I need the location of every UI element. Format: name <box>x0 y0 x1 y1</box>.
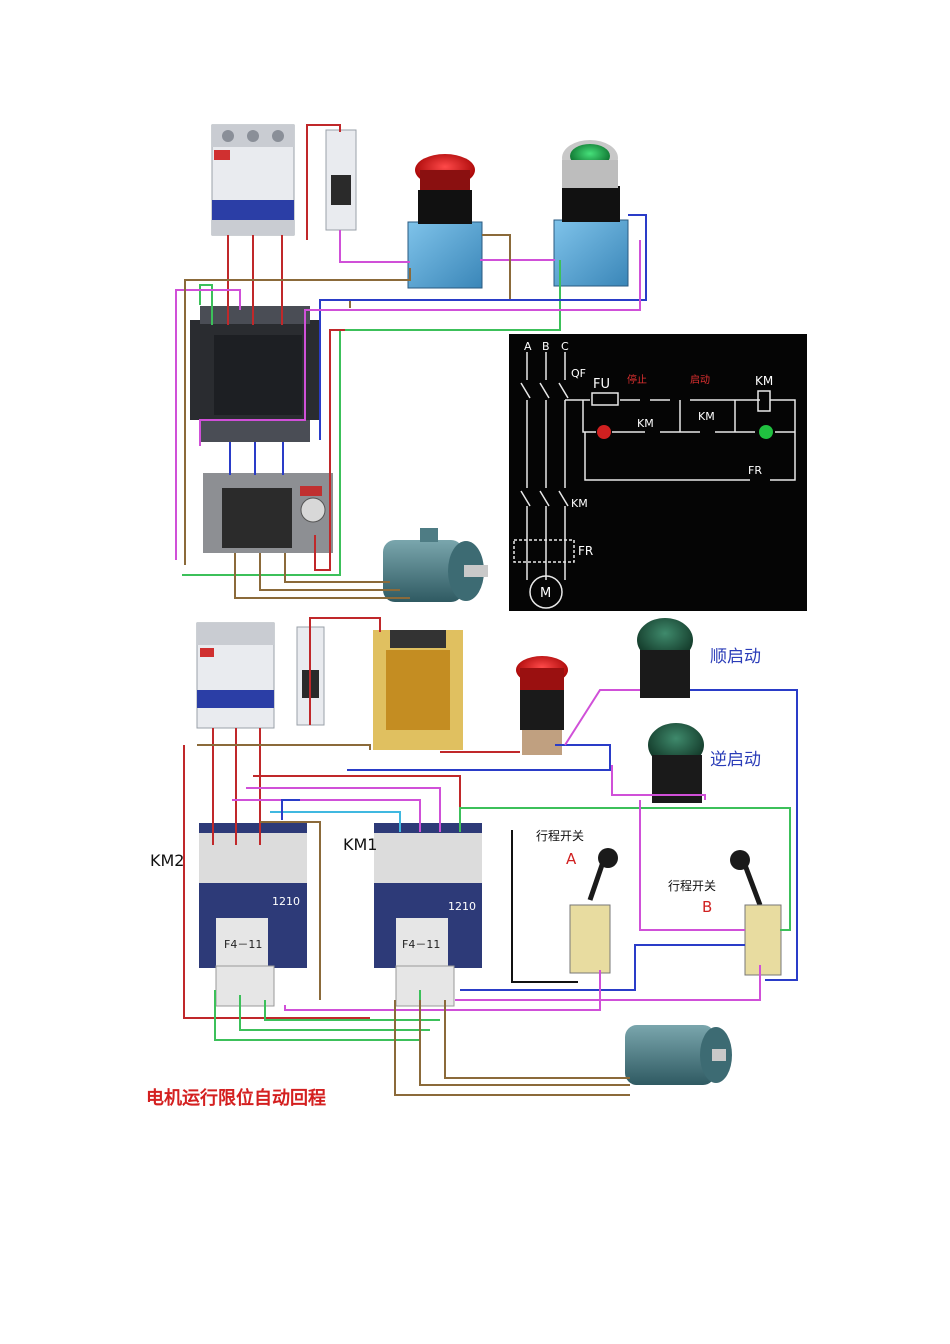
forward-start-label: 顺启动 <box>710 647 761 667</box>
lamp-contact-label: KM <box>637 417 654 430</box>
reverse-start-button <box>648 723 704 803</box>
control-transformer <box>373 630 463 750</box>
breaker-label: QF <box>571 367 586 380</box>
single-pole-breaker <box>325 129 357 231</box>
top-wiring-panel: A B C QF FU 停止 启动 KM KM KM FR KM FR M <box>144 113 807 613</box>
km1-aux-label: F4－11 <box>402 938 440 951</box>
coil-label: KM <box>755 374 773 388</box>
limit-switch-a-label: 行程开关 <box>536 828 584 843</box>
main-contact-label: KM <box>571 497 588 510</box>
contactor-km2 <box>199 823 307 1007</box>
start-label: 启动 <box>690 373 710 386</box>
ac-contactor <box>190 306 320 442</box>
relay-contact-label: FR <box>748 464 762 477</box>
three-pole-breaker-2 <box>196 622 275 729</box>
bottom-wiring-panel: KM2 KM1 1210 1210 F4－11 F4－11 顺启动 逆启动 行程… <box>144 613 807 1110</box>
fuse-label: FU <box>593 377 610 392</box>
control-schematic: A B C QF FU 停止 启动 KM KM KM FR KM FR M <box>509 334 807 611</box>
km1-label: KM1 <box>343 835 377 854</box>
km2-label: KM2 <box>150 851 184 870</box>
motor-bottom <box>625 1025 732 1085</box>
km1-model-label: 1210 <box>448 900 476 913</box>
diagram-caption: 电机运行限位自动回程 <box>146 1087 326 1109</box>
thermal-relay-label: FR <box>578 544 593 558</box>
start-push-button <box>553 140 629 287</box>
contactor-km1 <box>374 823 482 1007</box>
stop-label: 停止 <box>627 373 647 386</box>
top-wires <box>175 124 647 599</box>
stop-push-button <box>407 154 483 289</box>
stop-button-2 <box>516 656 568 755</box>
reverse-start-label: 逆启动 <box>710 750 761 770</box>
limit-switch-b-label: 行程开关 <box>668 878 716 893</box>
switch-b-letter: B <box>702 898 712 916</box>
limit-switch-a <box>569 848 618 974</box>
limit-switch-b <box>730 850 782 976</box>
phase-label-a: A <box>524 340 532 353</box>
switch-a-letter: A <box>566 850 577 868</box>
motor-top <box>383 528 488 602</box>
thermal-overload-relay <box>203 473 333 553</box>
motor-symbol-label: M <box>540 586 551 601</box>
km2-aux-label: F4－11 <box>224 938 262 951</box>
three-pole-breaker <box>211 124 295 236</box>
aux-contact-label: KM <box>698 410 715 423</box>
phase-label-b: B <box>542 340 550 353</box>
km2-model-label: 1210 <box>272 895 300 908</box>
forward-start-button <box>637 618 693 698</box>
bottom-wires <box>183 617 798 1096</box>
phase-label-c: C <box>561 340 569 353</box>
